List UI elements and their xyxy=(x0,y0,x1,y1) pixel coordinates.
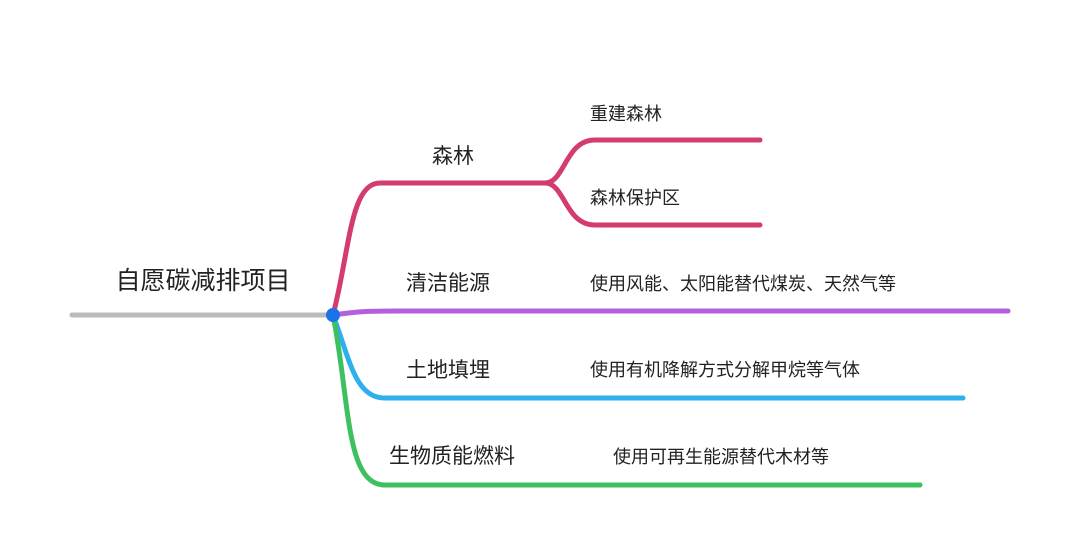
subtopic-biomass[interactable]: 使用可再生能源替代木材等 xyxy=(613,447,829,468)
subtopic-forest-reserve[interactable]: 森林保护区 xyxy=(590,188,680,209)
branch-forest[interactable]: 森林 xyxy=(432,144,474,168)
subtopic-clean-energy[interactable]: 使用风能、太阳能替代煤炭、天然气等 xyxy=(590,274,896,295)
branch-line-landfill xyxy=(330,312,966,401)
branch-line-biomass xyxy=(330,312,923,488)
branch-landfill[interactable]: 土地填埋 xyxy=(406,358,490,382)
subtopic-reforestation[interactable]: 重建森林 xyxy=(590,104,662,125)
branch-line-forest xyxy=(330,137,763,318)
branch-line-clean-energy xyxy=(330,308,1011,318)
branch-biomass[interactable]: 生物质能燃料 xyxy=(389,444,515,468)
subtopic-landfill[interactable]: 使用有机降解方式分解甲烷等气体 xyxy=(590,360,860,381)
root-node-dot[interactable] xyxy=(326,308,340,322)
branch-clean-energy[interactable]: 清洁能源 xyxy=(406,271,490,295)
root-topic[interactable]: 自愿碳减排项目 xyxy=(115,266,291,295)
